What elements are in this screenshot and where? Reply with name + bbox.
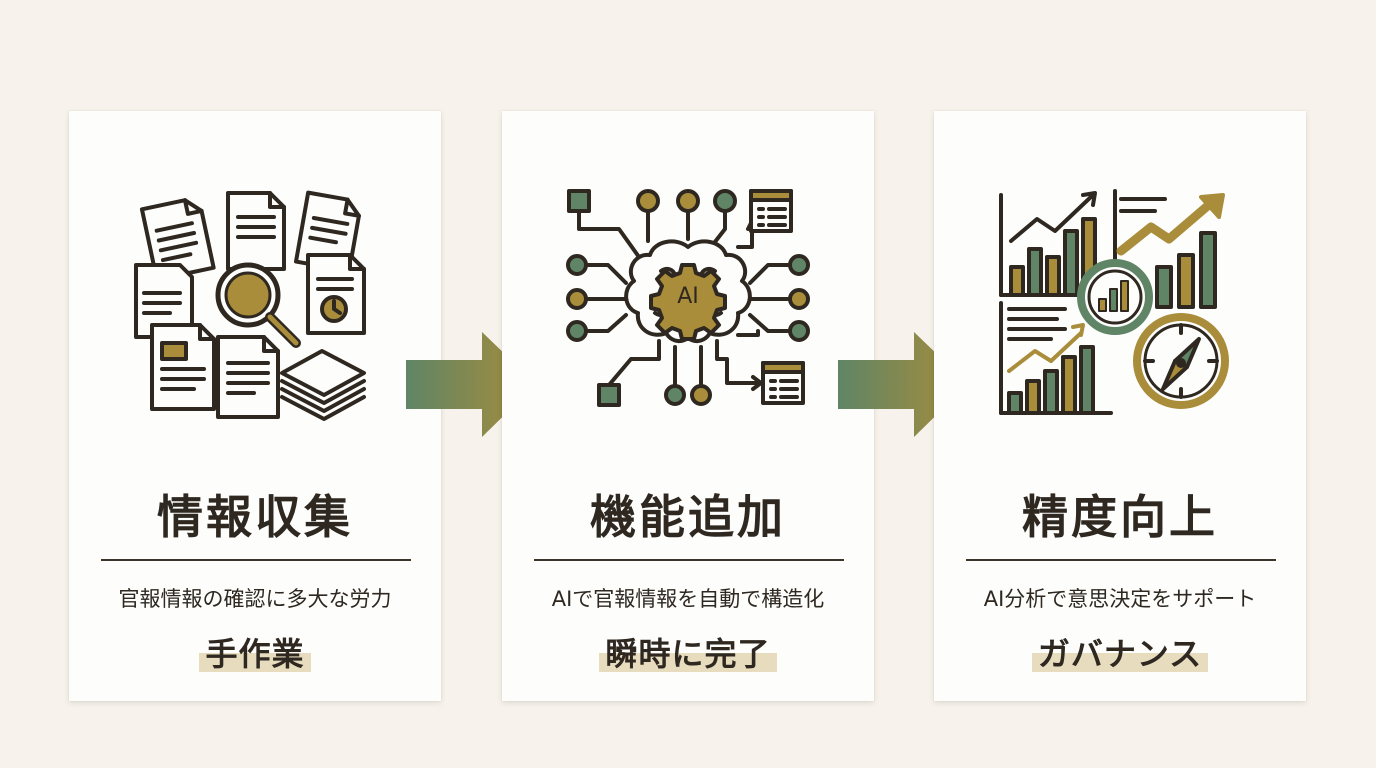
step-tag: ガバナンス <box>934 629 1306 675</box>
ai-brain-network-icon: AI <box>563 185 813 435</box>
charts-compass-icon <box>995 185 1245 435</box>
step-tag: 手作業 <box>69 629 441 675</box>
step-title: 機能追加 <box>590 490 786 544</box>
step-tag: 瞬時に完了 <box>502 629 874 675</box>
divider <box>101 559 411 561</box>
step-tag-label: 手作業 <box>199 629 311 675</box>
step-description: 官報情報の確認に多大な労力 <box>118 587 392 611</box>
step-title: 精度向上 <box>1022 490 1218 544</box>
documents-magnifier-icon <box>130 185 380 435</box>
step-tag-label: ガバナンス <box>1031 629 1209 675</box>
divider <box>966 559 1276 561</box>
step-title: 情報収集 <box>157 490 353 544</box>
step-description: AIで官報情報を自動で構造化 <box>551 587 825 611</box>
step-card-1: 情報収集 官報情報の確認に多大な労力 手作業 <box>69 111 441 701</box>
step-card-2: AI 機能追加 AIで官報情報を自動で構造化 瞬時に完了 <box>502 111 874 701</box>
step-tag-label: 瞬時に完了 <box>599 629 777 675</box>
step-card-3: 精度向上 AI分析で意思決定をサポート ガバナンス <box>934 111 1306 701</box>
step-description: AI分析で意思決定をサポート <box>983 587 1257 611</box>
ai-label: AI <box>677 284 699 309</box>
divider <box>534 559 844 561</box>
